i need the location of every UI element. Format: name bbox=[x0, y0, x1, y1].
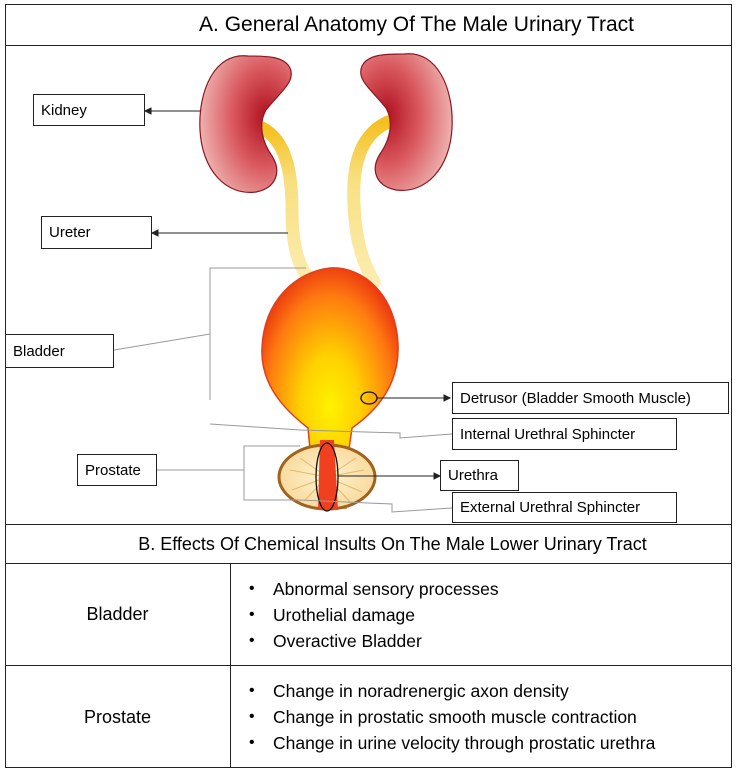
row-organ: Bladder bbox=[5, 564, 231, 665]
urethra-outline bbox=[315, 442, 339, 512]
prostate-bracket bbox=[157, 445, 300, 501]
urethra-shape bbox=[318, 440, 338, 510]
section-a-title: A. General Anatomy Of The Male Urinary T… bbox=[199, 13, 634, 36]
table-row: Prostate •Change in noradrenergic axon d… bbox=[5, 666, 732, 768]
effects-list: •Abnormal sensory processes •Urothelial … bbox=[249, 576, 499, 654]
detrusor-label: Detrusor (Bladder Smooth Muscle) bbox=[452, 382, 729, 414]
section-b-table: B. Effects Of Chemical Insults On The Ma… bbox=[5, 524, 732, 768]
external-sphincter-bracket bbox=[299, 499, 453, 513]
list-item: •Change in prostatic smooth muscle contr… bbox=[249, 707, 637, 727]
right-ureter bbox=[347, 115, 395, 289]
effects-list: •Change in noradrenergic axon density •C… bbox=[249, 678, 655, 756]
list-item: •Change in noradrenergic axon density bbox=[249, 681, 569, 701]
kidney-label: Kidney bbox=[33, 94, 145, 126]
bladder-label: Bladder bbox=[5, 334, 114, 368]
internal-sphincter-label: Internal Urethral Sphincter bbox=[452, 418, 677, 450]
ureter-label: Ureter bbox=[41, 216, 152, 249]
left-kidney bbox=[199, 55, 292, 193]
internal-sphincter-bracket bbox=[209, 423, 453, 439]
prostate-label: Prostate bbox=[77, 454, 157, 486]
bladder-bracket bbox=[113, 267, 306, 400]
table-row: Bladder •Abnormal sensory processes •Uro… bbox=[5, 564, 732, 666]
list-item: •Change in urine velocity through prosta… bbox=[249, 733, 656, 753]
list-item: •Abnormal sensory processes bbox=[249, 579, 499, 599]
section-b-title: B. Effects Of Chemical Insults On The Ma… bbox=[138, 533, 647, 554]
section-a-title-box: A. General Anatomy Of The Male Urinary T… bbox=[5, 4, 732, 46]
row-organ: Prostate bbox=[5, 666, 231, 768]
external-sphincter-label: External Urethral Sphincter bbox=[452, 492, 677, 523]
section-b-title-box: B. Effects Of Chemical Insults On The Ma… bbox=[5, 524, 732, 564]
urethra-label: Urethra bbox=[440, 460, 519, 491]
list-item: •Urothelial damage bbox=[249, 605, 416, 625]
right-kidney bbox=[360, 53, 453, 191]
urinary-tract-illustration bbox=[113, 53, 453, 513]
list-item: •Overactive Bladder bbox=[249, 631, 422, 651]
